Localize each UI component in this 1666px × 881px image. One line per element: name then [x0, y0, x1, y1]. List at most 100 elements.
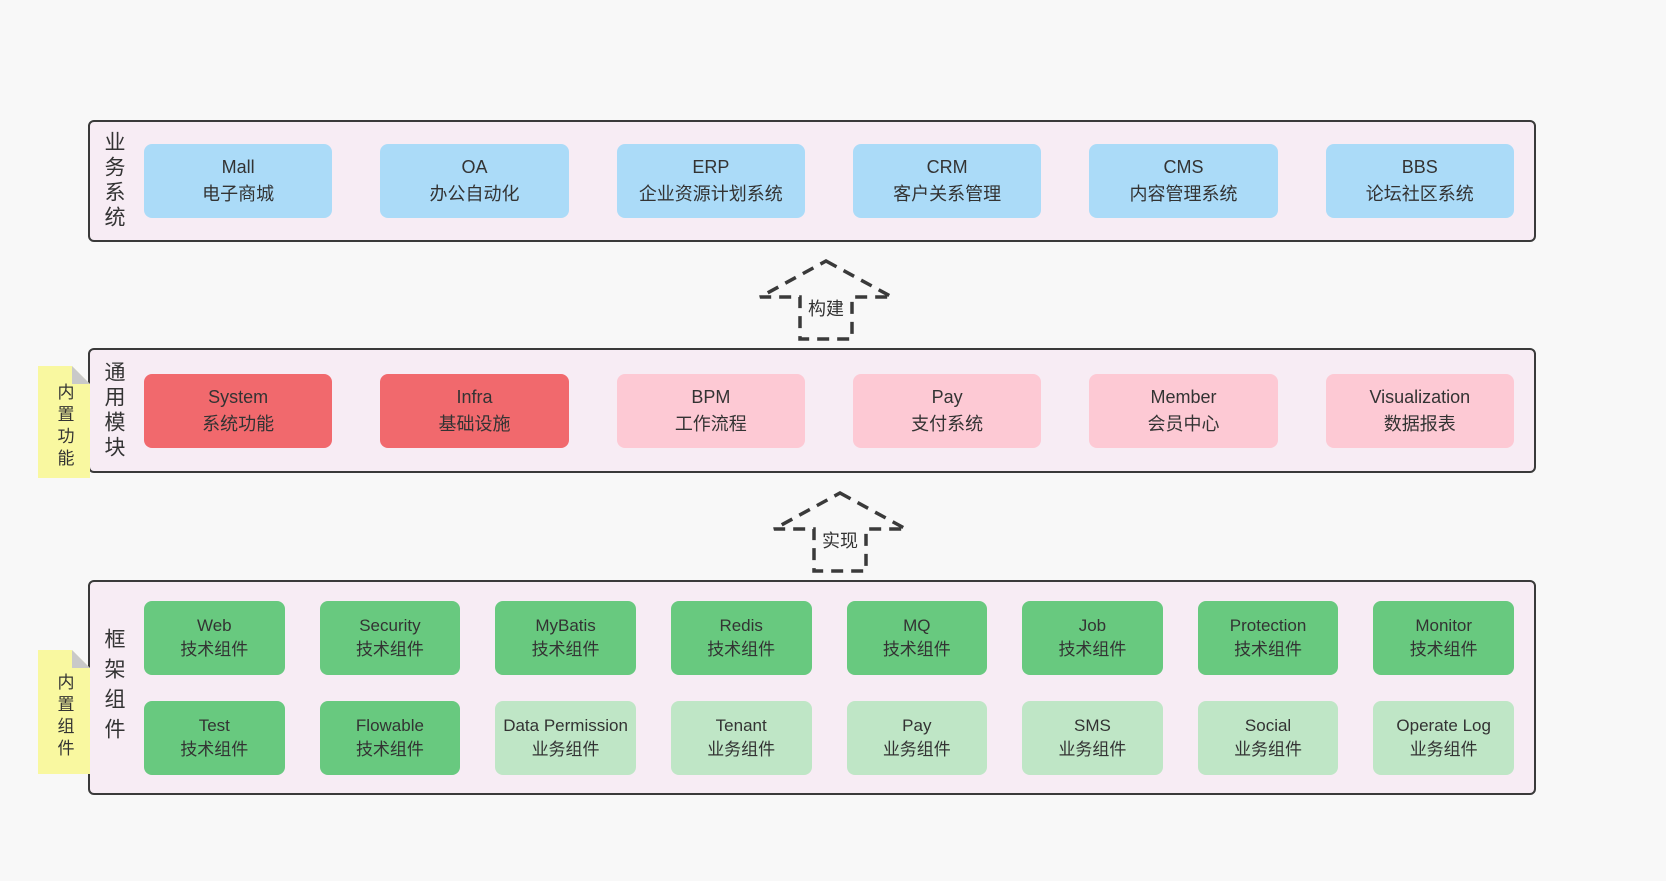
box-test: Test 技术组件: [144, 700, 285, 775]
box-subtitle: 业务组件: [707, 739, 776, 759]
box-subtitle: 系统功能: [202, 413, 275, 434]
box-subtitle: 技术组件: [531, 639, 600, 659]
box-pay-component: Pay 业务组件: [846, 700, 988, 775]
box-title: Visualization: [1369, 386, 1471, 407]
box-title: SMS: [1074, 715, 1111, 735]
box-subtitle: 业务组件: [1409, 739, 1478, 759]
box-mybatis: MyBatis 技术组件: [495, 600, 636, 675]
box-title: Social: [1244, 715, 1292, 735]
box-title: System: [208, 386, 269, 407]
box-subtitle: 会员中心: [1147, 413, 1220, 434]
box-subtitle: 技术组件: [180, 639, 249, 659]
arrow-implement-label: 实现: [818, 526, 862, 554]
box-mall: Mall 电子商城: [144, 144, 333, 218]
arrow-implement: 实现: [771, 490, 909, 574]
box-title: MQ: [903, 615, 931, 635]
module-boxes: System 系统功能 Infra 基础设施 BPM 工作流程 Pay 支付系统…: [124, 373, 1534, 448]
box-subtitle: 业务组件: [882, 739, 951, 759]
layer-label-business: 业务系统: [102, 131, 125, 231]
box-title: Tenant: [715, 715, 767, 735]
box-subtitle: 技术组件: [355, 739, 424, 759]
box-title: MyBatis: [535, 615, 596, 635]
box-subtitle: 技术组件: [882, 639, 951, 659]
box-security: Security 技术组件: [319, 600, 461, 675]
box-title: OA: [461, 157, 488, 177]
box-title: Operate Log: [1396, 715, 1491, 735]
box-infra: Infra 基础设施: [380, 373, 569, 448]
box-subtitle: 业务组件: [1058, 739, 1127, 759]
box-title: Flowable: [355, 715, 424, 735]
box-redis: Redis 技术组件: [670, 600, 812, 675]
business-boxes: Mall 电子商城 OA 办公自动化 ERP 企业资源计划系统 CRM 客户关系…: [124, 144, 1534, 218]
box-title: Test: [198, 715, 230, 735]
box-crm: CRM 客户关系管理: [852, 144, 1042, 218]
box-subtitle: 技术组件: [180, 739, 249, 759]
box-subtitle: 数据报表: [1383, 413, 1456, 434]
box-title: Job: [1078, 615, 1107, 635]
box-data-permission: Data Permission 业务组件: [495, 700, 636, 775]
box-title: ERP: [692, 157, 730, 177]
box-subtitle: 工作流程: [674, 413, 747, 434]
box-flowable: Flowable 技术组件: [319, 700, 461, 775]
box-web: Web 技术组件: [144, 600, 285, 675]
box-monitor: Monitor 技术组件: [1373, 600, 1514, 675]
sticky-note-icon: [38, 366, 90, 478]
box-subtitle: 业务组件: [531, 739, 600, 759]
box-title: BBS: [1401, 157, 1438, 177]
layer-label-components: 框架组件: [102, 627, 125, 748]
box-subtitle: 论坛社区系统: [1365, 184, 1474, 204]
box-subtitle: 电子商城: [202, 184, 275, 204]
box-operate-log: Operate Log 业务组件: [1373, 700, 1514, 775]
box-visualization: Visualization 数据报表: [1325, 373, 1514, 448]
box-title: Data Permission: [503, 715, 628, 735]
sticky-note-builtin-components: 内置组件: [38, 650, 90, 774]
layer-business-systems: 业务系统 Mall 电子商城 OA 办公自动化 ERP 企业资源计划系统 CRM…: [88, 120, 1536, 242]
sticky-note-icon: [38, 650, 90, 774]
box-cms: CMS 内容管理系统: [1089, 144, 1278, 218]
box-title: Security: [359, 615, 421, 635]
box-subtitle: 技术组件: [707, 639, 776, 659]
box-title: Mall: [221, 157, 255, 177]
box-title: BPM: [691, 386, 731, 407]
box-member: Member 会员中心: [1089, 373, 1278, 448]
box-bbs: BBS 论坛社区系统: [1325, 144, 1514, 218]
box-title: Web: [196, 615, 232, 635]
box-oa: OA 办公自动化: [380, 144, 569, 218]
up-arrow-icon: [759, 259, 893, 341]
box-social: Social 业务组件: [1197, 700, 1339, 775]
box-subtitle: 办公自动化: [429, 184, 520, 204]
box-subtitle: 客户关系管理: [893, 184, 1002, 204]
sticky-note-builtin-features: 内置功能: [38, 366, 90, 478]
box-title: CRM: [926, 157, 968, 177]
box-title: Monitor: [1415, 615, 1473, 635]
box-title: Member: [1150, 386, 1217, 407]
box-title: Pay: [902, 715, 932, 735]
box-title: Pay: [931, 386, 963, 407]
note-text: 内置组件: [54, 673, 74, 761]
component-boxes: Web 技术组件 Security 技术组件 MyBatis 技术组件 Redi…: [124, 600, 1534, 775]
box-sms: SMS 业务组件: [1022, 700, 1163, 775]
arrow-build: 构建: [757, 258, 895, 342]
box-subtitle: 业务组件: [1234, 739, 1303, 759]
layer-label-modules: 通用模块: [102, 360, 125, 461]
box-protection: Protection 技术组件: [1197, 600, 1339, 675]
box-erp: ERP 企业资源计划系统: [616, 144, 805, 218]
box-subtitle: 支付系统: [911, 413, 984, 434]
box-tenant: Tenant 业务组件: [670, 700, 812, 775]
layer-common-modules: 通用模块 System 系统功能 Infra 基础设施 BPM 工作流程 Pay…: [88, 348, 1536, 473]
arrow-build-label: 构建: [804, 294, 848, 322]
box-title: Protection: [1229, 615, 1307, 635]
box-title: CMS: [1163, 157, 1204, 177]
box-pay-module: Pay 支付系统: [852, 373, 1042, 448]
box-bpm: BPM 工作流程: [616, 373, 805, 448]
box-subtitle: 技术组件: [1409, 639, 1478, 659]
box-subtitle: 技术组件: [1058, 639, 1127, 659]
up-arrow-icon: [773, 491, 907, 573]
box-job: Job 技术组件: [1022, 600, 1163, 675]
box-system: System 系统功能: [144, 373, 333, 448]
layer-framework-components: 框架组件 Web 技术组件 Security 技术组件 MyBatis 技术组件…: [88, 580, 1536, 795]
box-subtitle: 内容管理系统: [1129, 184, 1238, 204]
note-text: 内置功能: [54, 383, 74, 471]
box-title: Infra: [456, 386, 493, 407]
